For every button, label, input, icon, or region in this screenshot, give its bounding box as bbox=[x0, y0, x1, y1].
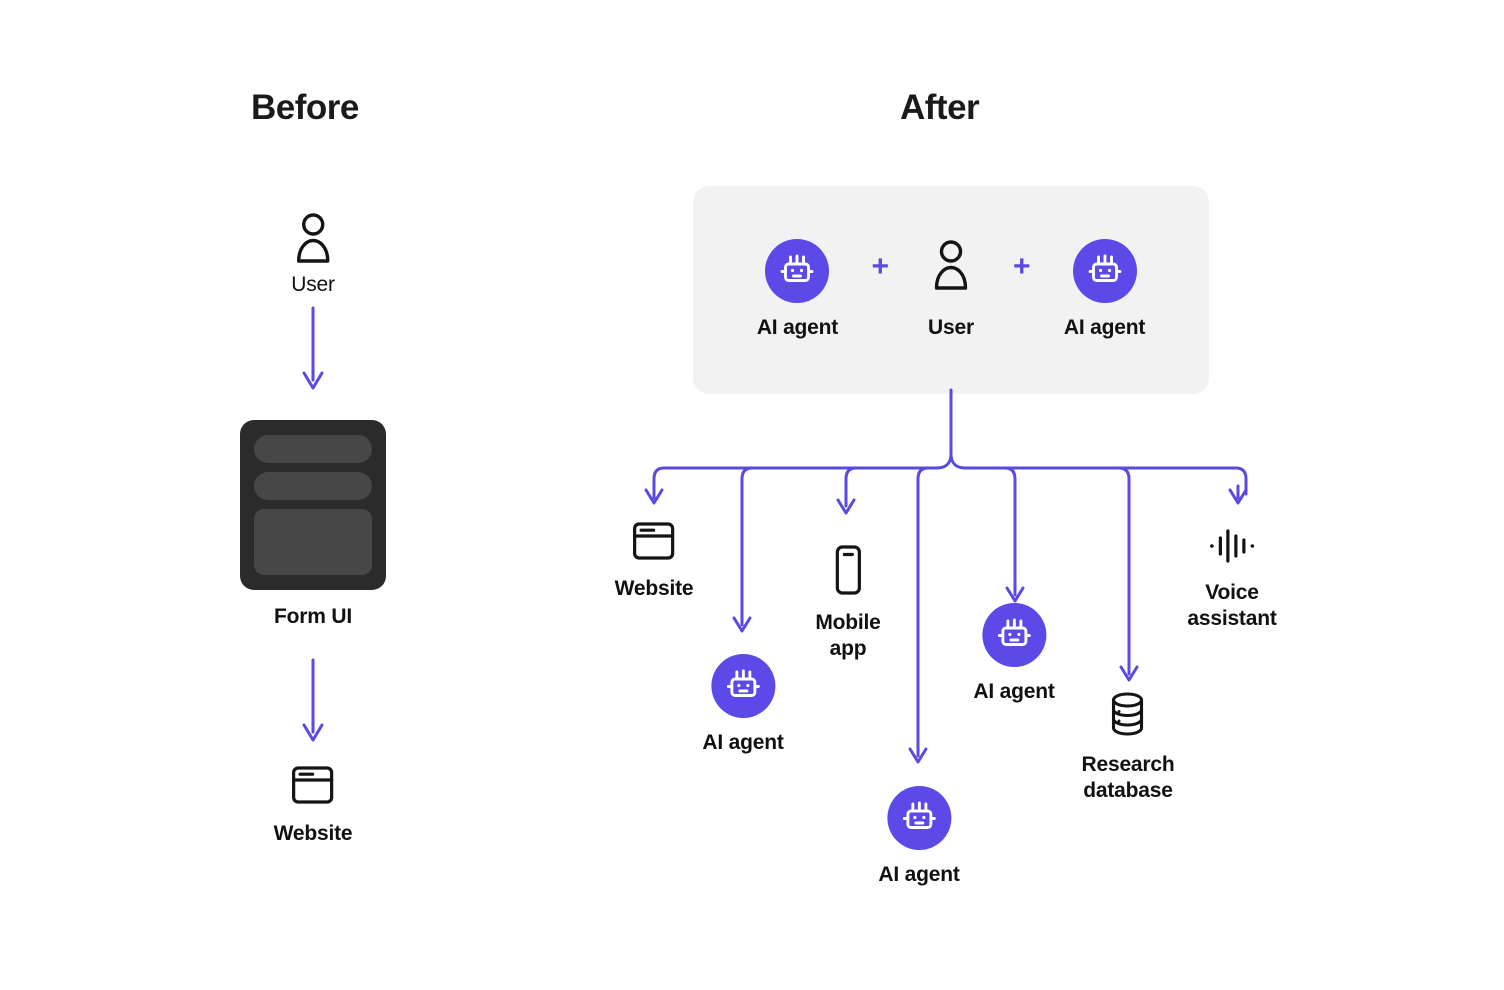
after-panel-item-agent-right: AI agent bbox=[1031, 239, 1179, 341]
before-node-form-ui: Form UI bbox=[240, 420, 386, 630]
after-branch-website: Website bbox=[615, 518, 694, 602]
before-node-website: Website bbox=[274, 762, 353, 847]
before-node-website-label: Website bbox=[273, 822, 353, 845]
after-section-title: After bbox=[900, 88, 980, 127]
after-branch-voice-assistant: Voice assistant bbox=[1187, 524, 1277, 631]
website-icon bbox=[290, 762, 336, 808]
after-branch-mobile-app-label: Mobile app bbox=[815, 611, 881, 660]
database-icon bbox=[1105, 690, 1151, 740]
ai-agent-icon bbox=[982, 603, 1046, 667]
plus-separator-2: + bbox=[1013, 250, 1031, 283]
after-branch-website-label: Website bbox=[614, 577, 694, 600]
after-panel-item-user: User bbox=[889, 239, 1013, 341]
before-node-user: User bbox=[291, 212, 335, 298]
ai-agent-icon bbox=[887, 786, 951, 850]
before-node-form-ui-label: Form UI bbox=[274, 605, 352, 628]
after-branch-agent-2: AI agent bbox=[878, 786, 960, 888]
after-panel-item-agent-left-label: AI agent bbox=[756, 316, 839, 340]
after-panel-item-agent-right-label: AI agent bbox=[1063, 316, 1146, 340]
after-branch-agent-1: AI agent bbox=[702, 654, 784, 756]
ai-agent-icon bbox=[711, 654, 775, 718]
after-branch-mobile-app: Mobile app bbox=[815, 544, 881, 661]
after-branch-agent-3-label: AI agent bbox=[973, 680, 1055, 703]
ai-agent-icon bbox=[765, 239, 830, 304]
voice-waveform-icon bbox=[1207, 524, 1257, 568]
mobile-app-icon bbox=[831, 544, 865, 598]
after-branch-agent-2-label: AI agent bbox=[878, 863, 960, 886]
after-branch-voice-assistant-label: Voice assistant bbox=[1187, 581, 1277, 630]
user-icon bbox=[293, 212, 333, 264]
before-node-user-label: User bbox=[291, 273, 335, 296]
after-panel: AI agent + User + bbox=[693, 186, 1209, 394]
after-panel-item-user-label: User bbox=[928, 316, 974, 340]
after-branch-research-database: Research database bbox=[1082, 690, 1175, 803]
user-icon bbox=[931, 239, 971, 303]
before-arrow-form-to-website bbox=[302, 658, 324, 742]
after-branch-connectors bbox=[644, 388, 1248, 764]
after-branch-agent-1-label: AI agent bbox=[702, 731, 784, 754]
after-panel-item-agent-left: AI agent bbox=[723, 239, 871, 341]
before-section-title: Before bbox=[251, 88, 359, 127]
after-branch-research-database-label: Research database bbox=[1081, 753, 1175, 802]
ai-agent-icon bbox=[1072, 239, 1137, 304]
website-icon bbox=[631, 518, 677, 564]
plus-separator-1: + bbox=[871, 250, 889, 283]
form-ui-icon bbox=[240, 420, 386, 590]
before-arrow-user-to-form bbox=[302, 306, 324, 390]
after-branch-agent-3: AI agent bbox=[973, 603, 1055, 705]
